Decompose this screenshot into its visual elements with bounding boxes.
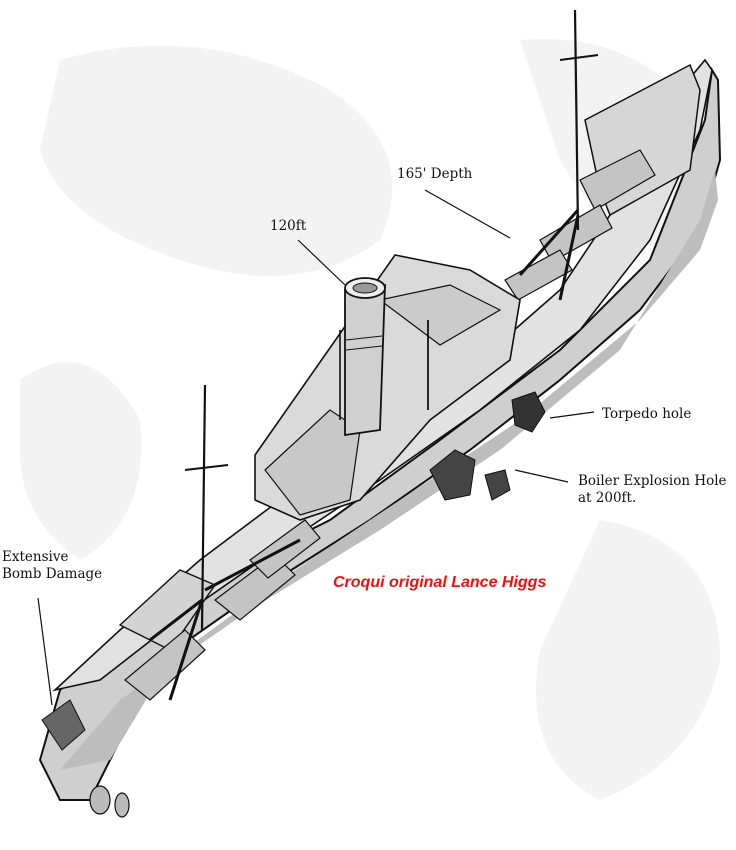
bomb-damage-mark xyxy=(41,699,86,751)
torpedo-hole-label: Torpedo hole xyxy=(602,406,692,422)
lower-house xyxy=(264,409,361,516)
bridge-deck xyxy=(378,284,502,346)
water-backdrop xyxy=(20,39,720,800)
boiler-hole-label-line2: at 200ft. xyxy=(578,490,637,506)
artist-credit: Croqui original Lance Higgs xyxy=(333,574,547,591)
cargo-booms xyxy=(149,209,580,701)
masts xyxy=(184,9,599,631)
boiler-explosion-mark xyxy=(429,449,511,501)
bomb-damage-label-line2: Bomb Damage xyxy=(2,566,103,582)
smokestack xyxy=(344,277,386,437)
leader-lines xyxy=(37,189,595,706)
depth-165-label: 165' Depth xyxy=(397,166,473,182)
forward-hatches xyxy=(504,149,656,301)
hull-shadow xyxy=(60,170,718,770)
torpedo-hole-mark xyxy=(511,391,546,433)
propeller xyxy=(89,785,130,818)
bomb-damage-label-line1: Extensive xyxy=(2,549,69,565)
depth-120-label: 120ft xyxy=(270,218,307,234)
boiler-hole-label-line1: Boiler Explosion Hole xyxy=(578,473,727,489)
